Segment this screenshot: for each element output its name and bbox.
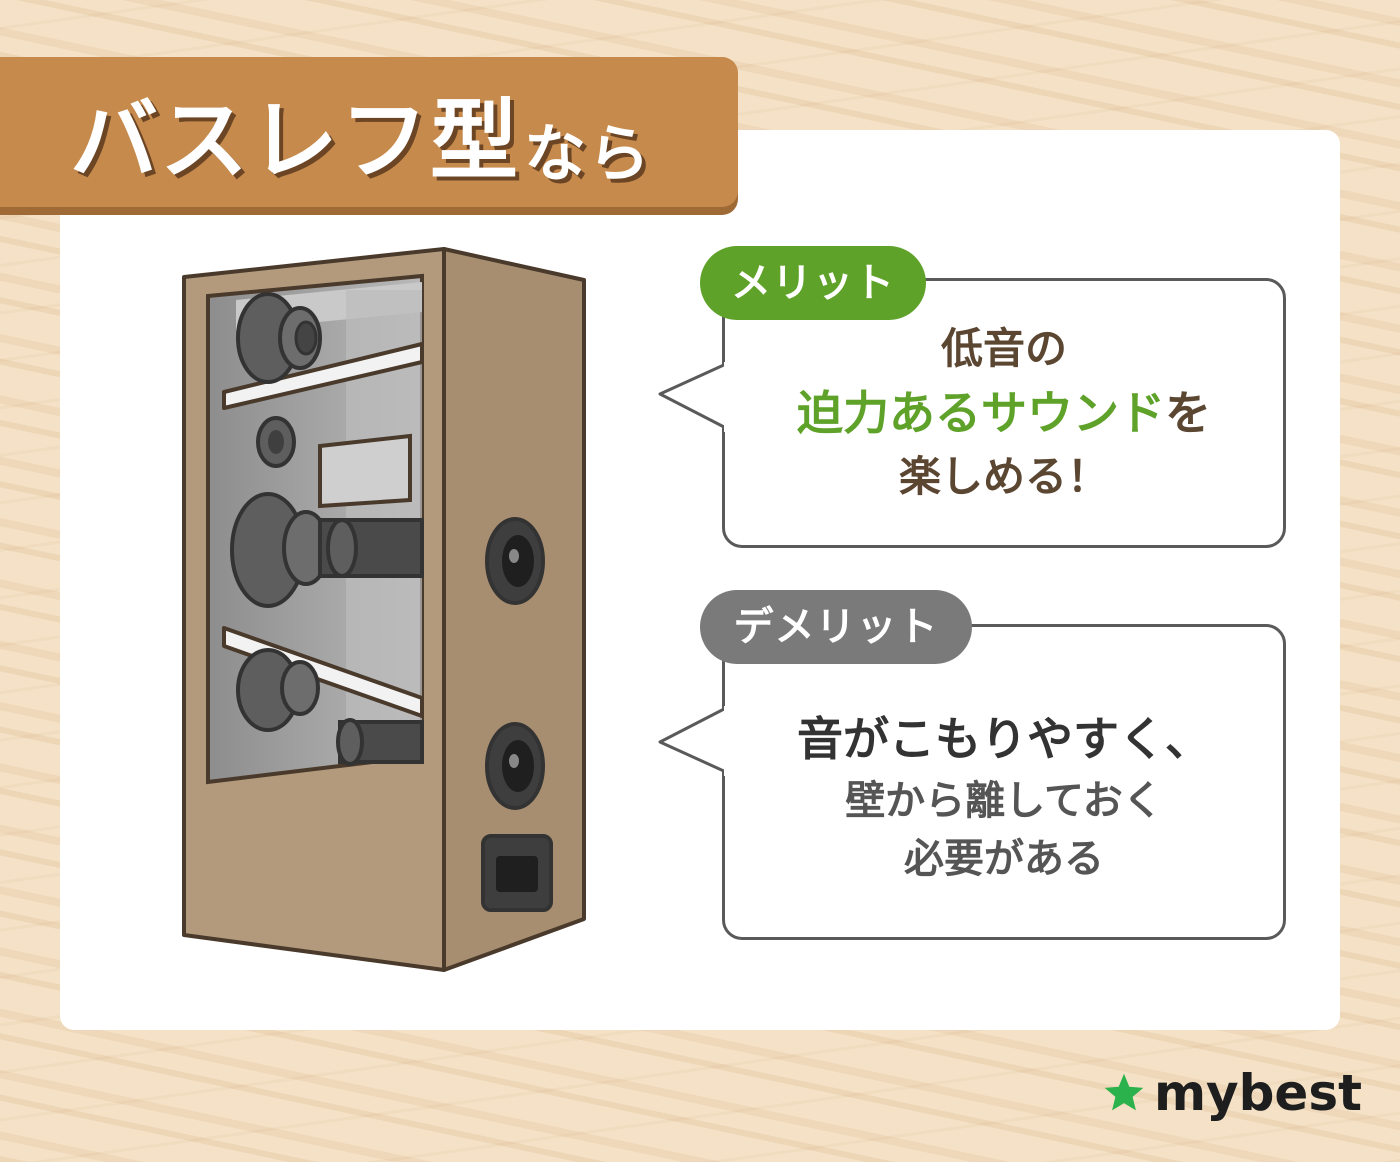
star-icon [1104,1073,1144,1111]
demerit-text-line1: 音がこもりやすく、 [797,712,1211,766]
merit-highlight: 迫力あるサウンド [797,386,1165,440]
banner-title-sub: なら [524,117,653,190]
demerit-bubble: 音がこもりやすく、 壁から離しておく 必要がある [722,624,1286,940]
merit-text-line1: 低音の [940,324,1067,373]
title-banner: バスレフ型 なら [0,57,738,207]
demerit-tag: デメリット [700,590,972,664]
merit-text-line2: 迫力あるサウンドを [797,380,1211,446]
merit-text-line3: 楽しめる！ [898,452,1109,501]
merit-bubble: 低音の 迫力あるサウンドを 楽しめる！ [722,278,1286,548]
banner-title-main: バスレフ型 [70,89,521,192]
demerit-text-line3: 必要がある [904,836,1104,882]
demerit-text-line2: 壁から離しておく [845,778,1163,824]
merit-tag: メリット [700,246,926,320]
brand-logo: mybest [1102,1064,1362,1122]
merit-bubble-tail [658,362,728,432]
brand-name: mybest [1153,1064,1362,1122]
demerit-bubble-tail [658,706,728,776]
bass-reflex-speaker-illustration [182,247,586,972]
banner-title: バスレフ型 なら [70,57,652,207]
merit-text-line2-rest: を [1165,386,1211,440]
